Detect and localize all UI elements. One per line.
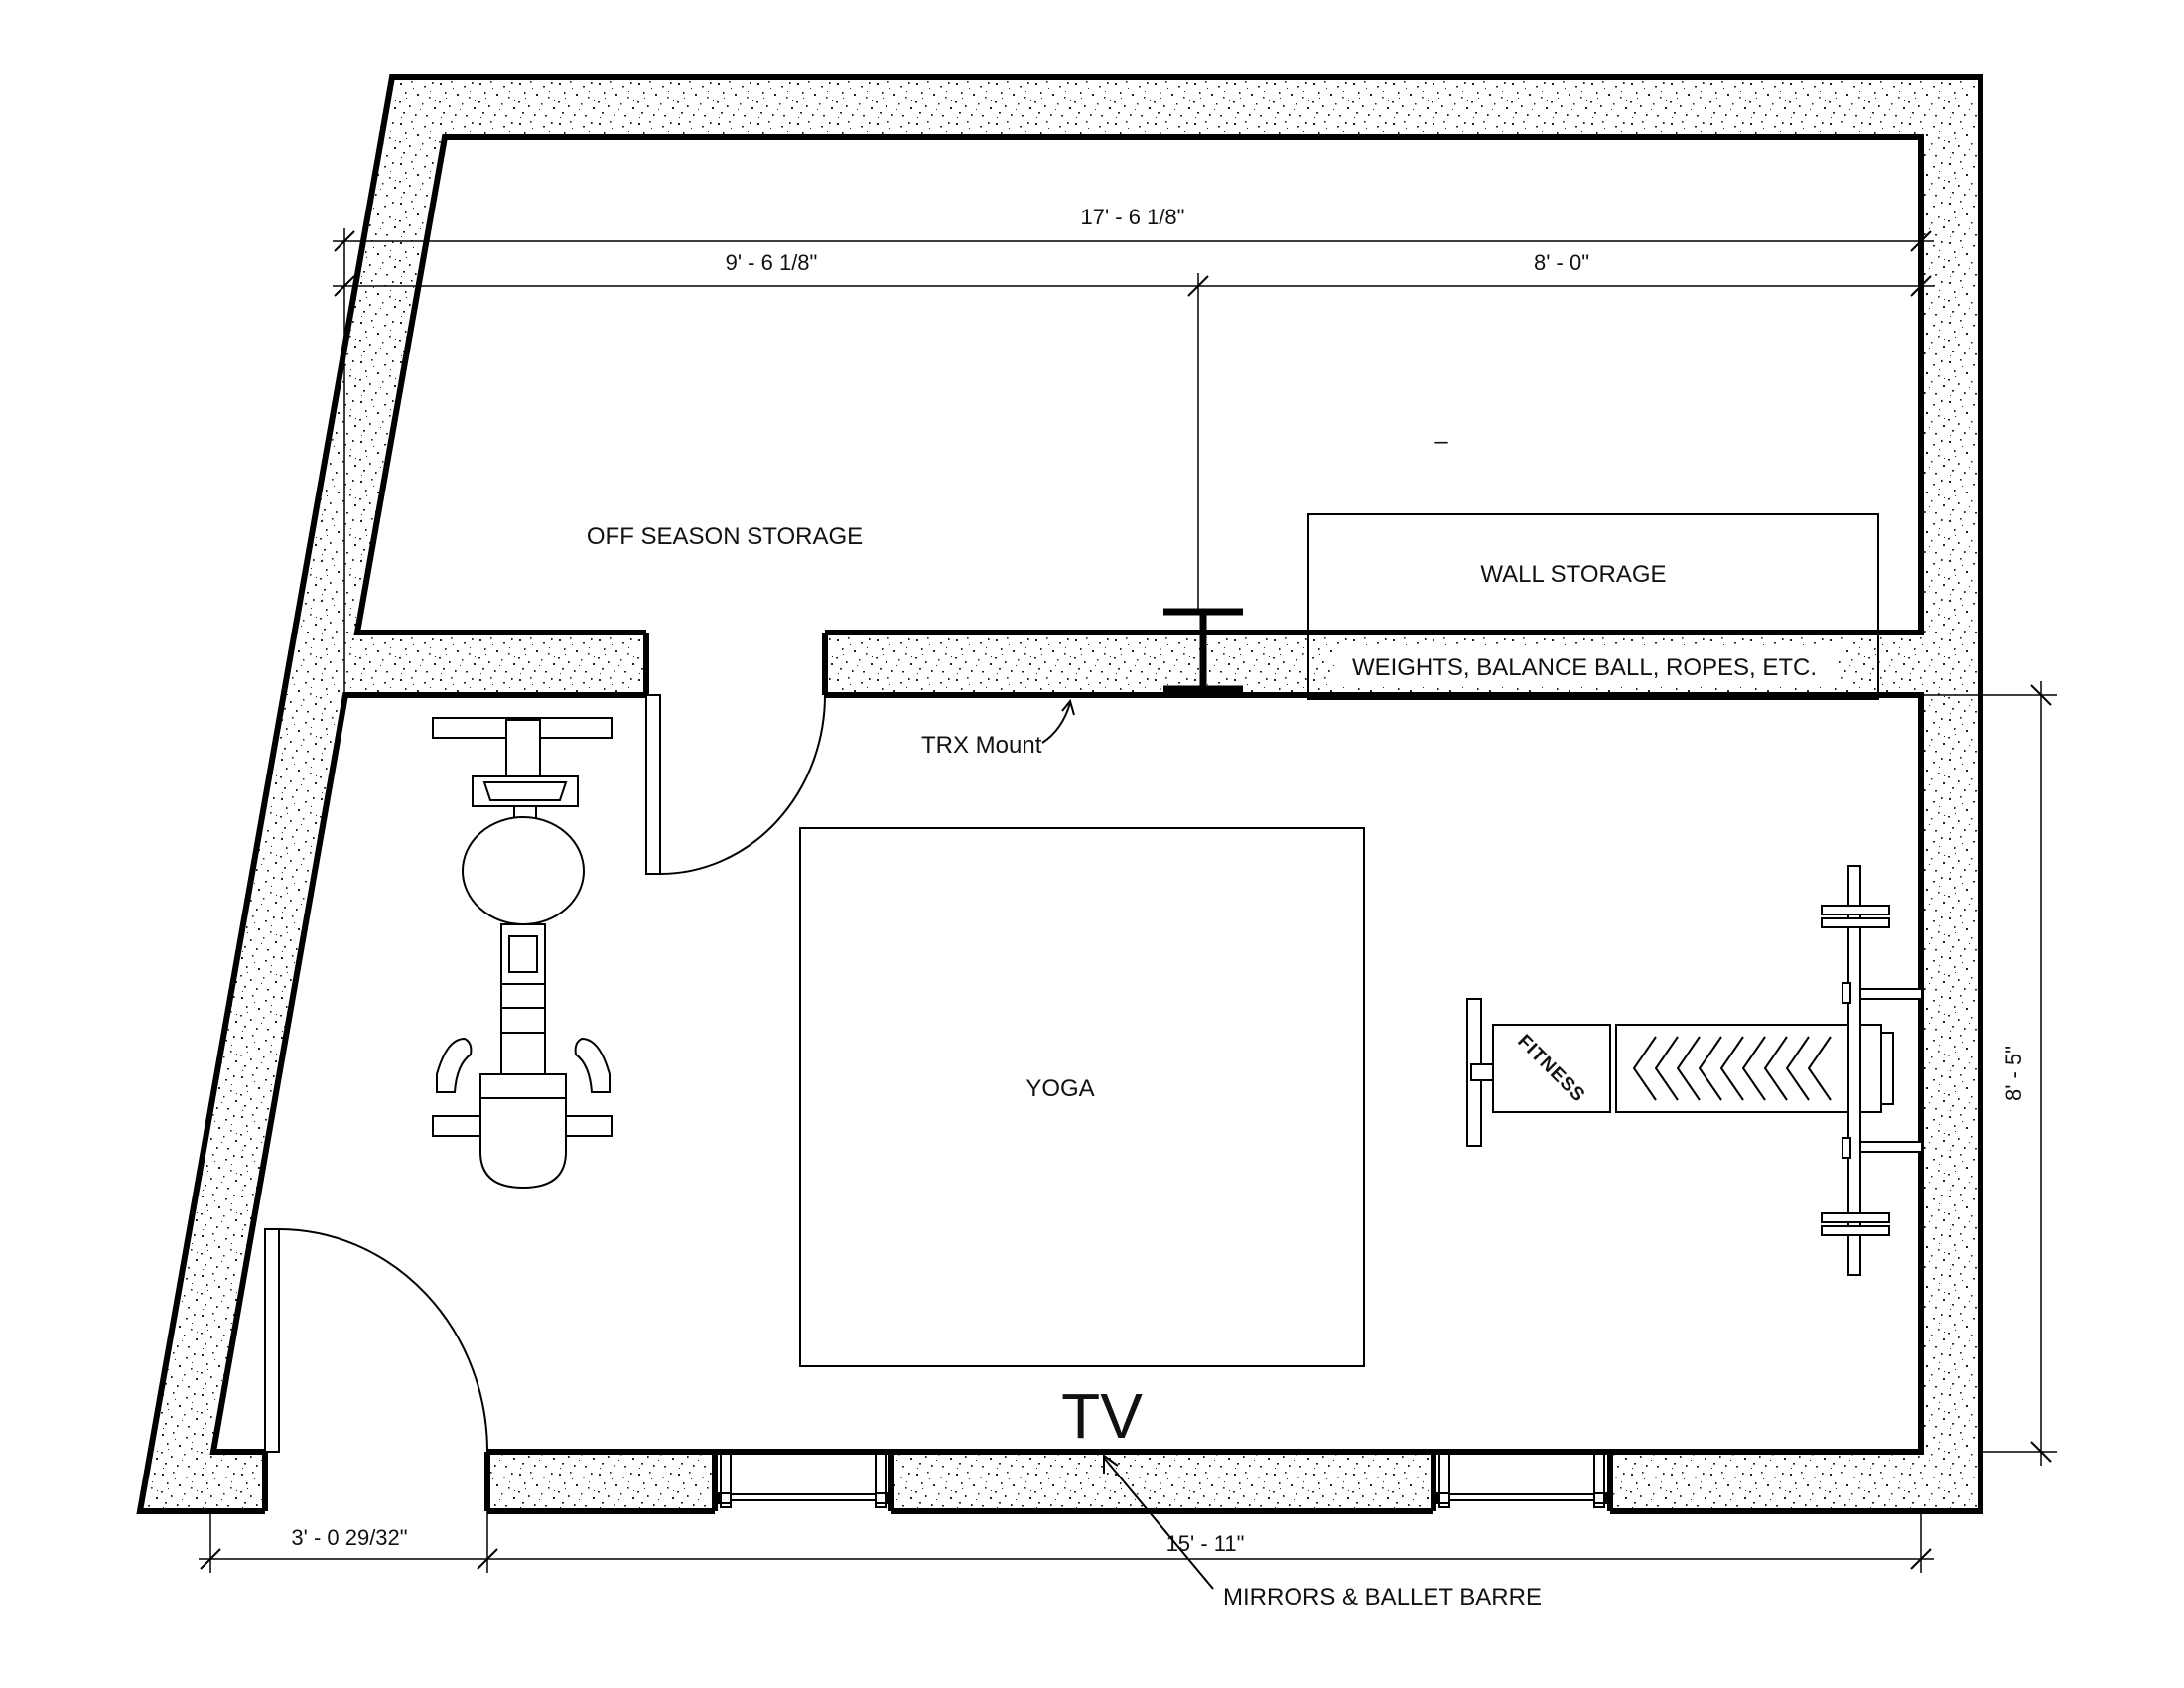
label-weights-note: WEIGHTS, BALANCE BALL, ROPES, ETC. [1352,654,1817,681]
tv: TV [1046,1380,1158,1455]
top-dimensions: 17' - 6 1/8" 9' - 6 1/8" 8' - 0" [333,205,1934,695]
yoga-mat: YOGA [799,827,1365,1367]
bottom-dimensions: 3' - 0 29/32" 15' - 11" [199,1511,1934,1573]
dim-overall-width: 17' - 6 1/8" [1081,205,1185,229]
chevron-pattern [1632,1036,1832,1101]
weight-bench: FITNESS [1466,865,1923,1276]
dim-left-segment: 9' - 6 1/8" [726,250,818,275]
dim-right-segment: 8' - 0" [1534,250,1589,275]
label-yoga: YOGA [1025,1075,1094,1102]
window-right [1436,1451,1607,1508]
storage-door [645,694,826,875]
dim-door-width: 3' - 0 29/32" [291,1525,407,1550]
outer-walls [136,74,1983,1514]
label-wall-storage: WALL STORAGE [1480,561,1666,588]
window-left [718,1451,888,1508]
entry-door-opening [265,1448,487,1515]
walls [136,74,1983,1515]
storage-door-opening [646,628,825,700]
label-trx-mount: TRX Mount [921,732,1042,759]
trx-mount: TRX Mount [921,608,1243,759]
dim-front-wall: 15' - 11" [1166,1531,1245,1556]
entry-door [264,1228,488,1453]
dash-mark: – [1434,428,1448,455]
label-tv: TV [1061,1380,1143,1452]
right-dimension: 8' - 5" [1921,681,2057,1466]
mirrors-leader: MIRRORS & BALLET BARRE [1103,1454,1542,1611]
label-mirrors-barre: MIRRORS & BALLET BARRE [1223,1584,1542,1611]
label-off-season-storage: OFF SEASON STORAGE [587,523,863,550]
wall-storage-unit: WALL STORAGE [1307,513,1879,700]
dim-room-depth: 8' - 5" [2001,1046,2026,1101]
exercise-bike [432,717,613,1190]
